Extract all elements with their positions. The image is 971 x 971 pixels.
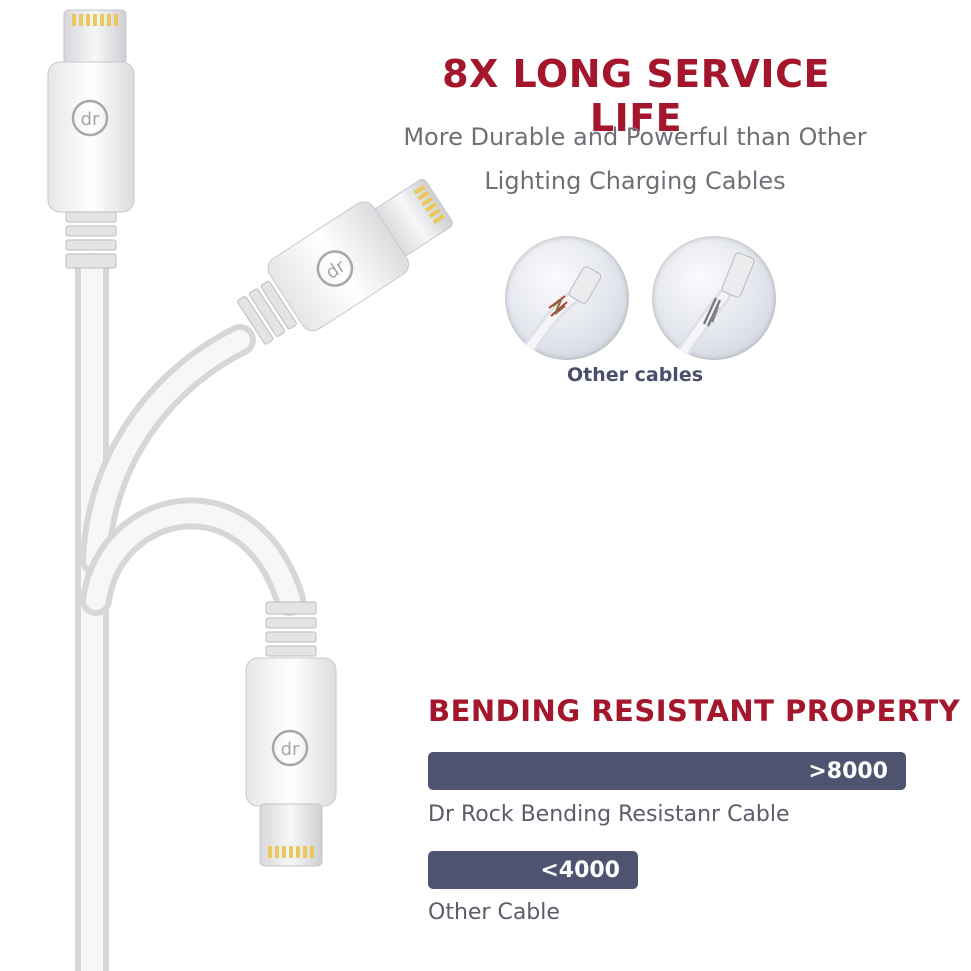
subtitle: More Durable and Powerful than Other Lig…	[380, 115, 890, 203]
subtitle-line-2: Lighting Charging Cables	[484, 167, 786, 195]
bending-bar-dr-rock: >8000	[428, 752, 906, 790]
damaged-cable-photo-2	[652, 236, 776, 360]
bending-label-dr-rock: Dr Rock Bending Resistanr Cable	[428, 802, 790, 827]
svg-text:dr: dr	[281, 739, 300, 760]
bending-heading: BENDING RESISTANT PROPERTY	[428, 694, 961, 728]
svg-text:dr: dr	[81, 109, 100, 130]
lightning-plug-top: dr	[47, 9, 135, 269]
headline: 8X LONG SERVICE LIFE	[442, 52, 830, 140]
bending-value-other: <4000	[540, 857, 620, 883]
bending-bar-other: <4000	[428, 851, 638, 889]
bending-label-other: Other Cable	[428, 900, 560, 925]
lightning-plug-diagonal: dr	[237, 178, 453, 345]
bending-value-dr-rock: >8000	[808, 758, 888, 784]
lightning-plug-bottom: dr	[245, 601, 337, 867]
subtitle-line-1: More Durable and Powerful than Other	[403, 123, 867, 151]
other-cables-caption: Other cables	[566, 364, 704, 386]
damaged-cable-photo-1	[505, 236, 629, 360]
